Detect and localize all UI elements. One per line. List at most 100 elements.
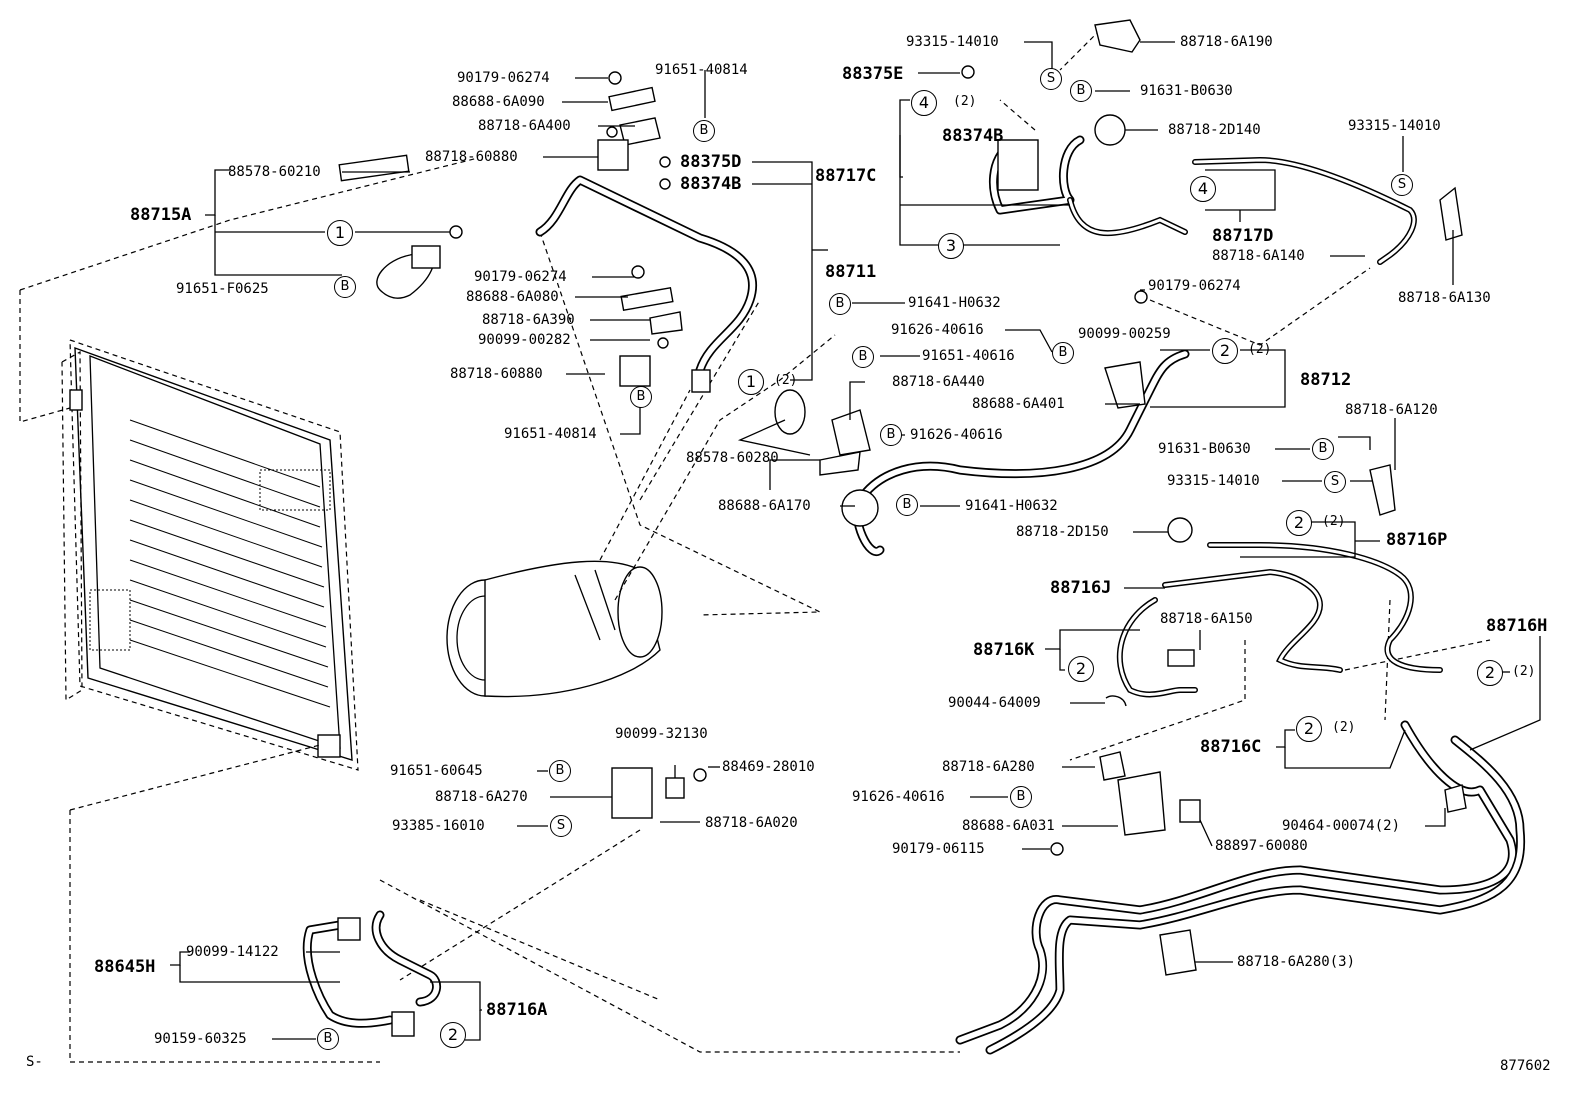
part-label: 93315-14010	[906, 34, 999, 50]
part-label: 90099-32130	[615, 726, 708, 742]
part-label: 88688-6A170	[718, 498, 811, 514]
part-label: 88718-6A140	[1212, 248, 1305, 264]
part-label: 91626-40616	[910, 427, 1003, 443]
part-label: 88718-2D150	[1016, 524, 1109, 540]
part-label: 88716C	[1200, 737, 1262, 757]
number-badge: 1	[327, 220, 353, 246]
reference-lines	[19, 29, 1491, 1063]
part-label: 88578-60280	[686, 450, 779, 466]
part-label: 88375E	[842, 64, 904, 84]
symbol-badge: B	[896, 494, 918, 516]
symbol-badge: B	[1010, 786, 1032, 808]
symbol-badge: B	[693, 120, 715, 142]
leader-lines	[170, 41, 1541, 1041]
part-label: 90179-06274	[1148, 278, 1241, 294]
number-badge: 4	[1190, 176, 1216, 202]
quantity-marker: (2)	[774, 373, 798, 388]
part-label: 93385-16010	[392, 818, 485, 834]
part-label: 88712	[1300, 370, 1352, 390]
number-badge: 1	[738, 369, 764, 395]
quantity-marker: (2)	[1322, 514, 1346, 529]
compressor-drawing	[446, 560, 663, 698]
part-label: 88716H	[1486, 616, 1548, 636]
discharge-hose-88711	[535, 175, 758, 393]
part-label: 91641-H0632	[965, 498, 1058, 514]
quantity-marker: (2)	[1332, 720, 1356, 735]
part-label: 88716P	[1386, 530, 1448, 550]
part-label: 88718-6A120	[1345, 402, 1438, 418]
symbol-badge: B	[852, 346, 874, 368]
part-label: 88645H	[94, 957, 156, 977]
condenser-drawing	[61, 339, 359, 771]
part-label: 90044-64009	[948, 695, 1041, 711]
corner-code: S-	[26, 1054, 43, 1070]
part-label: 90159-60325	[154, 1031, 247, 1047]
part-label: 88718-2D140	[1168, 122, 1261, 138]
part-label: 88718-6A400	[478, 118, 571, 134]
symbol-badge: S	[1324, 471, 1346, 493]
part-label: 88718-6A130	[1398, 290, 1491, 306]
number-badge: 2	[1286, 510, 1312, 536]
part-label: 91651-40814	[504, 426, 597, 442]
symbol-badge: B	[829, 293, 851, 315]
part-label: 88717D	[1212, 226, 1274, 246]
symbol-badge: B	[549, 760, 571, 782]
symbol-badge: B	[1070, 80, 1092, 102]
part-label: 93315-14010	[1167, 473, 1260, 489]
quantity-marker: (2)	[953, 94, 977, 109]
part-label: 90099-14122	[186, 944, 279, 960]
part-label: 91626-40616	[852, 789, 945, 805]
number-badge: 4	[911, 90, 937, 116]
part-label: 91651-40814	[655, 62, 748, 78]
part-label: 88688-6A031	[962, 818, 1055, 834]
part-label: 90179-06274	[457, 70, 550, 86]
suction-hose-88712	[841, 349, 1190, 557]
part-label: 88718-6A150	[1160, 611, 1253, 627]
symbol-badge: B	[334, 276, 356, 298]
part-label: 91626-40616	[891, 322, 984, 338]
symbol-badge: S	[1040, 68, 1062, 90]
number-badge: 2	[1296, 716, 1322, 742]
part-label: 88718-6A280(3)	[1237, 954, 1356, 970]
symbol-badge: S	[1391, 174, 1413, 196]
symbol-badge: B	[1312, 438, 1334, 460]
part-label: 90179-06115	[892, 841, 985, 857]
part-label: 88717C	[815, 166, 877, 186]
part-label: 90179-06274	[474, 269, 567, 285]
part-label: 88716A	[486, 1000, 548, 1020]
number-badge: 2	[1212, 338, 1238, 364]
number-badge: 3	[938, 233, 964, 259]
part-label: 88715A	[130, 205, 192, 225]
part-label: 88718-6A280	[942, 759, 1035, 775]
number-badge: 2	[1477, 660, 1503, 686]
part-label: 93315-14010	[1348, 118, 1441, 134]
part-label: 88469-28010	[722, 759, 815, 775]
part-label: 88688-6A401	[972, 396, 1065, 412]
part-label: 88374B	[680, 174, 742, 194]
part-label: 88718-6A390	[482, 312, 575, 328]
part-label: 88718-6A270	[435, 789, 528, 805]
part-label: 91631-B0630	[1158, 441, 1251, 457]
part-label: 88374B	[942, 126, 1004, 146]
quantity-marker: (2)	[1512, 664, 1536, 679]
part-label: 88375D	[680, 152, 742, 172]
number-badge: 2	[440, 1022, 466, 1048]
part-label: 88897-60080	[1215, 838, 1308, 854]
part-label: 88688-6A090	[452, 94, 545, 110]
symbol-badge: B	[880, 424, 902, 446]
part-label: 88718-60880	[425, 149, 518, 165]
part-label: 88711	[825, 262, 877, 282]
part-label: 88716K	[973, 640, 1035, 660]
part-label: 91651-F0625	[176, 281, 269, 297]
part-label: 90099-00282	[478, 332, 571, 348]
symbol-badge: S	[550, 815, 572, 837]
part-label: 88718-6A020	[705, 815, 798, 831]
part-label: 90464-00074(2)	[1282, 818, 1401, 834]
part-label: 90099-00259	[1078, 326, 1171, 342]
tube-88716A	[302, 910, 441, 1037]
tube-88716	[955, 542, 1526, 1055]
symbol-badge: B	[630, 386, 652, 408]
part-label: 88688-6A080	[466, 289, 559, 305]
